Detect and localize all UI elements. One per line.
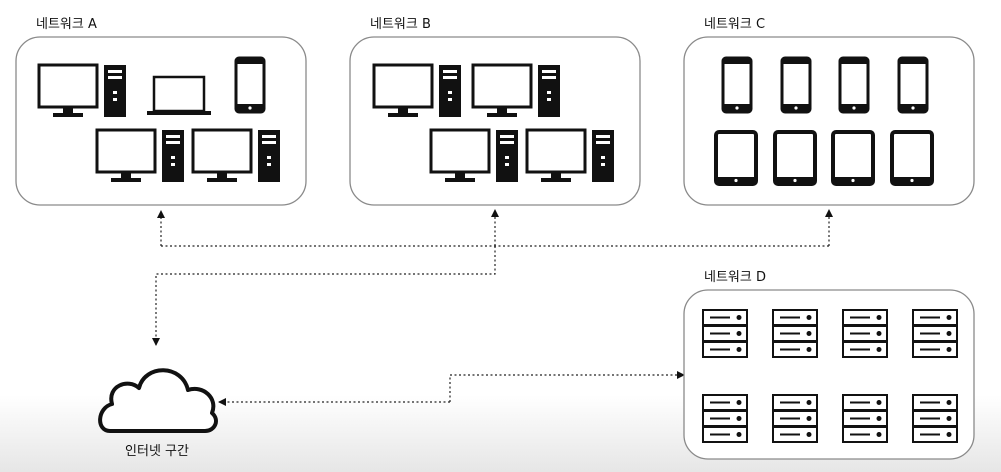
server-rack-icon: [912, 394, 958, 443]
internet-label: 인터넷 구간: [125, 444, 189, 459]
network-b: 네트워크 B: [349, 17, 641, 206]
network-c-label: 네트워크 C: [704, 17, 765, 32]
smartphone-icon: [234, 56, 266, 114]
tablet-icon: [714, 130, 758, 186]
server-rack-icon: [912, 309, 958, 358]
connector-lines: [152, 209, 833, 406]
connector-b-to-internet: [152, 246, 496, 346]
server-rack-icon: [772, 394, 818, 443]
internet-segment: 인터넷 구간: [98, 368, 218, 459]
connector-internet-to-network-d: [449, 371, 685, 402]
tablet-icon: [831, 130, 875, 186]
network-d: 네트워크 D: [683, 270, 975, 460]
tablet-icon: [773, 130, 817, 186]
network-c: 네트워크 C: [683, 17, 975, 206]
server-rack-icon: [702, 309, 748, 358]
cloud-icon: [98, 368, 218, 433]
smartphone-icon: [838, 56, 870, 114]
network-d-label: 네트워크 D: [704, 270, 766, 285]
smartphone-icon: [721, 56, 753, 114]
server-rack-icon: [702, 394, 748, 443]
server-rack-icon: [842, 394, 888, 443]
smartphone-icon: [897, 56, 929, 114]
network-a: 네트워크 A: [15, 17, 307, 206]
server-rack-icon: [772, 309, 818, 358]
smartphone-icon: [780, 56, 812, 114]
laptop-icon: [145, 75, 213, 117]
tablet-icon: [890, 130, 934, 186]
network-b-label: 네트워크 B: [370, 17, 431, 32]
network-a-label: 네트워크 A: [36, 17, 97, 32]
network-d-box: [683, 289, 975, 460]
server-rack-icon: [842, 309, 888, 358]
